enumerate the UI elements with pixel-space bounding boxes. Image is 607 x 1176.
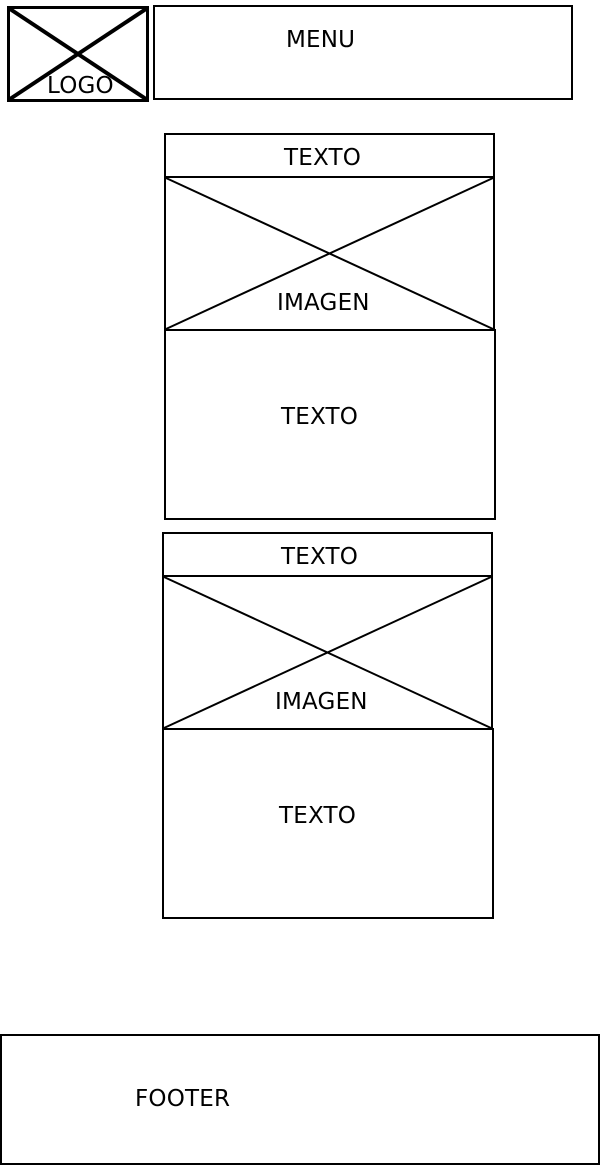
footer-placeholder: FOOTER [0,1034,600,1165]
image-placeholder-cross-icon [8,7,148,101]
section-1-text-box: TEXTO [164,329,496,520]
section-1-image-placeholder: IMAGEN [164,176,495,331]
section-1-image-label: IMAGEN [277,290,370,316]
section-2-body: TEXTO [279,803,357,829]
logo-placeholder: LOGO [7,6,149,102]
footer-label: FOOTER [135,1086,231,1112]
image-placeholder-cross-icon [163,576,492,729]
section-1-body: TEXTO [281,404,359,430]
menu-label: MENU [286,27,356,53]
section-2-title-box: TEXTO [162,532,493,578]
logo-label: LOGO [47,73,114,99]
menu-placeholder[interactable]: MENU [153,5,573,100]
image-placeholder-cross-icon [165,177,494,330]
section-1-title-box: TEXTO [164,133,495,179]
section-2-text-box: TEXTO [162,728,494,919]
section-2-image-label: IMAGEN [275,689,368,715]
section-1-title: TEXTO [284,145,362,171]
section-2-image-placeholder: IMAGEN [162,575,493,730]
section-2-title: TEXTO [281,544,359,570]
